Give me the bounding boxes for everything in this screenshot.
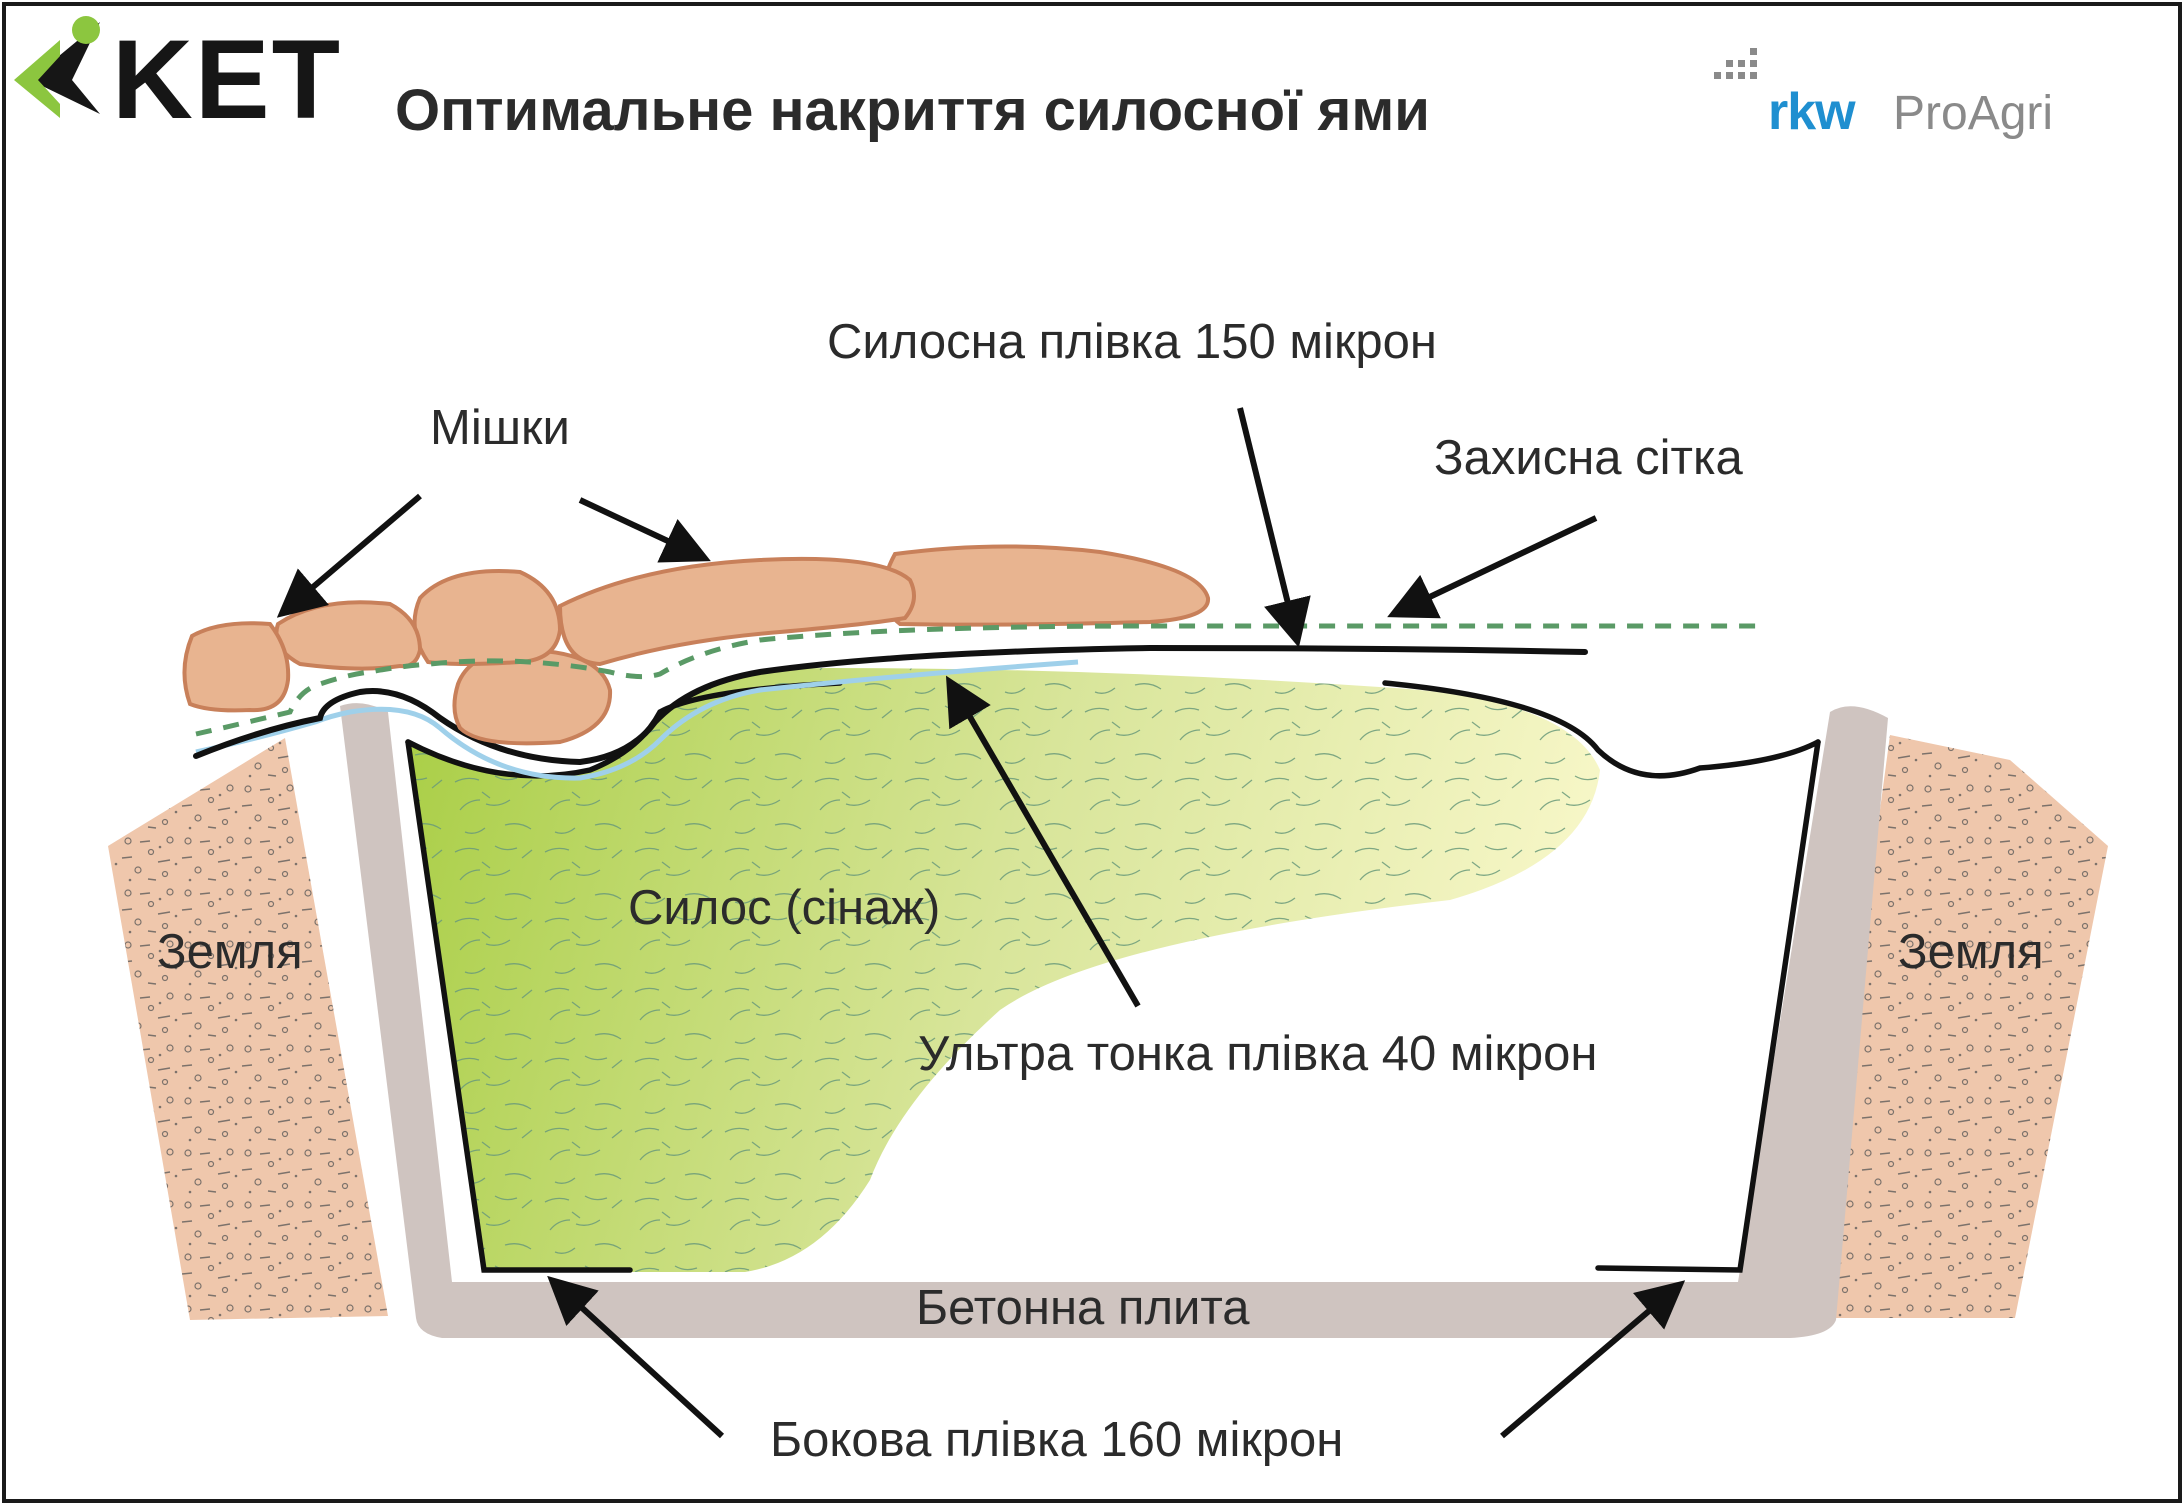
bag-4 xyxy=(557,556,916,667)
earth-left xyxy=(108,738,388,1320)
arrow-ultra-thin-film xyxy=(945,675,1141,1008)
ket-logo-text: KET xyxy=(112,17,342,142)
label-earth-left: Земля xyxy=(157,925,303,979)
label-earth-right: Земля xyxy=(1898,925,2044,979)
arrow-bags-right xyxy=(578,497,711,563)
page-title: Оптимальне накриття силосної ями xyxy=(395,78,1430,143)
label-silage: Силос (сінаж) xyxy=(628,881,941,935)
silage-film xyxy=(193,644,1588,766)
bag-5 xyxy=(881,544,1210,627)
bag-0 xyxy=(182,621,291,713)
arrow-protective-net xyxy=(1387,515,1598,619)
label-bags: Мішки xyxy=(430,401,570,455)
label-side-film: Бокова плівка 160 мікрон xyxy=(770,1413,1344,1467)
proagri-logo-text: ProAgri xyxy=(1893,87,2054,140)
silage-mass xyxy=(408,668,1600,1272)
label-protective-net: Захисна сітка xyxy=(1434,431,1743,485)
ket-logo-mark xyxy=(14,16,100,118)
arrow-bags-left xyxy=(276,493,422,618)
arrow-side-film-left xyxy=(547,1275,725,1439)
rkw-logo-text: rkw xyxy=(1768,83,1856,141)
arrow-silage-film xyxy=(1237,407,1311,648)
rkw-dots-icon xyxy=(1714,48,1757,79)
label-silage-film: Силосна плівка 150 мікрон xyxy=(827,315,1437,369)
bags xyxy=(182,544,1210,746)
arrow-side-film-right xyxy=(1500,1280,1686,1439)
bag-2 xyxy=(412,569,563,666)
earth-right xyxy=(1812,735,2108,1318)
bag-1 xyxy=(274,600,423,671)
label-concrete-slab: Бетонна плита xyxy=(916,1281,1250,1335)
label-ultra-thin-film: Ультра тонка плівка 40 мікрон xyxy=(918,1027,1598,1081)
arrows xyxy=(276,407,1686,1439)
